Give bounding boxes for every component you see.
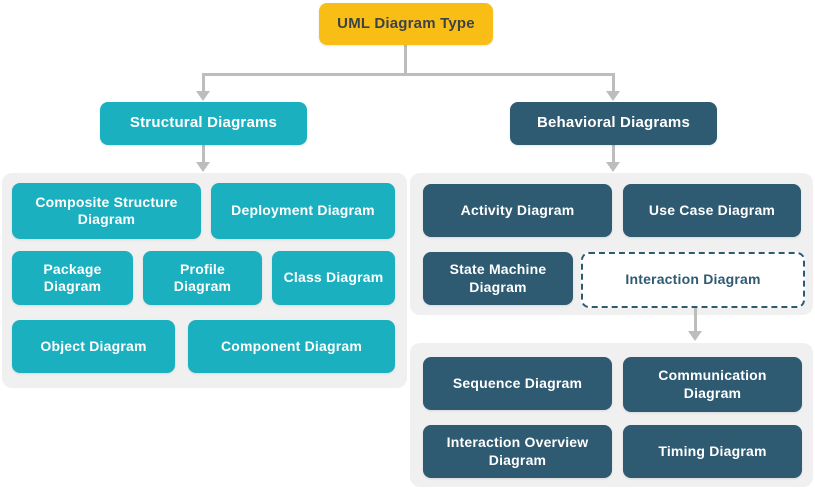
node-object-diagram: Object Diagram bbox=[12, 320, 175, 373]
node-class-diagram: Class Diagram bbox=[272, 251, 395, 305]
connector-to-structural bbox=[202, 73, 205, 92]
node-package-diagram: Package Diagram bbox=[12, 251, 133, 305]
node-uml-diagram-type: UML Diagram Type bbox=[319, 3, 493, 45]
connector-to-behavioral bbox=[612, 73, 615, 92]
connector-horizontal bbox=[202, 73, 615, 76]
down-arrowhead-icon bbox=[606, 91, 620, 101]
node-behavioral-diagrams: Behavioral Diagrams bbox=[510, 102, 717, 145]
node-structural-diagrams: Structural Diagrams bbox=[100, 102, 307, 145]
connector-structural-to-group bbox=[202, 145, 205, 163]
node-communication-diagram: Communication Diagram bbox=[623, 357, 802, 412]
node-activity-diagram: Activity Diagram bbox=[423, 184, 612, 237]
node-state-machine-diagram: State Machine Diagram bbox=[423, 252, 573, 305]
connector-root-stub bbox=[404, 45, 407, 76]
node-component-diagram: Component Diagram bbox=[188, 320, 395, 373]
node-deployment-diagram: Deployment Diagram bbox=[211, 183, 395, 239]
down-arrowhead-icon bbox=[688, 331, 702, 341]
node-interaction-overview-diagram: Interaction Overview Diagram bbox=[423, 425, 612, 478]
node-composite-structure-diagram: Composite Structure Diagram bbox=[12, 183, 201, 239]
down-arrowhead-icon bbox=[196, 91, 210, 101]
connector-interaction-to-group bbox=[694, 308, 697, 333]
node-use-case-diagram: Use Case Diagram bbox=[623, 184, 801, 237]
node-interaction-diagram: Interaction Diagram bbox=[581, 252, 805, 308]
connector-behavioral-to-group bbox=[612, 145, 615, 163]
node-profile-diagram: Profile Diagram bbox=[143, 251, 262, 305]
down-arrowhead-icon bbox=[196, 162, 210, 172]
node-sequence-diagram: Sequence Diagram bbox=[423, 357, 612, 410]
node-timing-diagram: Timing Diagram bbox=[623, 425, 802, 478]
down-arrowhead-icon bbox=[606, 162, 620, 172]
